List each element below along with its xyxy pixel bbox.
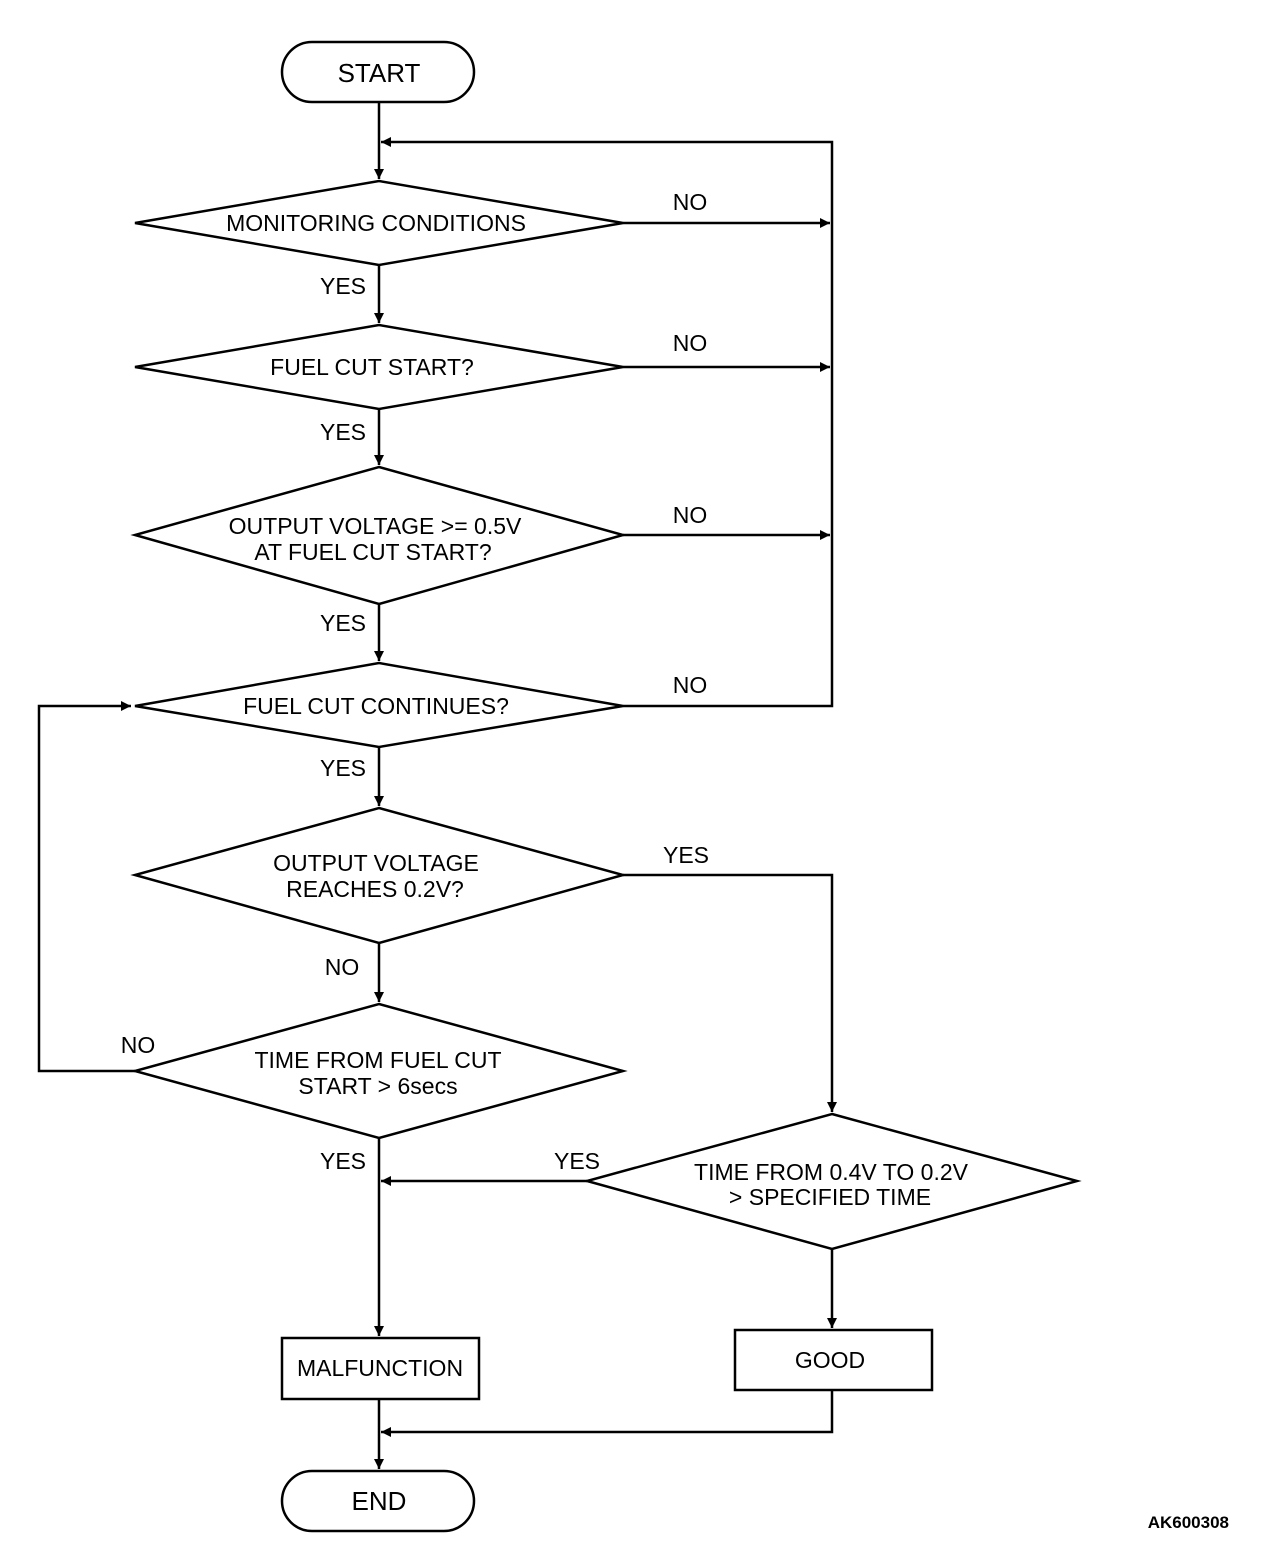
fuel-cut-start-decision: FUEL CUT START?	[134, 323, 624, 411]
end-label: END	[352, 1486, 407, 1516]
voltage-check-label-line2: AT FUEL CUT START?	[254, 539, 491, 565]
fuel-cut-continues-decision: FUEL CUT CONTINUES?	[134, 661, 624, 749]
reaches-label-line2: REACHES 0.2V?	[286, 876, 464, 902]
voltage-check-label-line1: OUTPUT VOLTAGE >= 0.5V	[229, 513, 522, 539]
label-voltage-no: NO	[673, 502, 708, 528]
end-terminal: END	[280, 1469, 476, 1533]
edge-loop-back-to-monitoring	[381, 137, 834, 708]
label-continues-no: NO	[673, 672, 708, 698]
label-reaches-yes: YES	[663, 842, 709, 868]
time-fuel-label-line2: START > 6secs	[298, 1073, 457, 1099]
fuel-cut-start-label: FUEL CUT START?	[270, 354, 474, 380]
good-label: GOOD	[795, 1347, 865, 1373]
reference-code: AK600308	[1148, 1513, 1229, 1532]
monitoring-decision: MONITORING CONDITIONS	[134, 179, 624, 267]
time-specified-label-line1: TIME FROM 0.4V TO 0.2V	[694, 1159, 969, 1185]
reaches-decision: OUTPUT VOLTAGE REACHES 0.2V?	[130, 806, 628, 945]
label-continues-yes: YES	[320, 755, 366, 781]
reaches-label-line1: OUTPUT VOLTAGE	[273, 850, 479, 876]
fuel-cut-continues-label: FUEL CUT CONTINUES?	[243, 693, 509, 719]
label-specified-yes: YES	[554, 1148, 600, 1174]
edge-timefuel-no-loop	[37, 701, 135, 1073]
good-box: GOOD	[733, 1328, 934, 1392]
time-fuel-decision: TIME FROM FUEL CUT START > 6secs	[130, 1002, 628, 1140]
label-voltage-yes: YES	[320, 610, 366, 636]
edge-reaches-yes	[623, 873, 837, 1112]
edge-good-to-end	[381, 1390, 834, 1437]
label-fuelcut-no: NO	[673, 330, 708, 356]
time-specified-decision: TIME FROM 0.4V TO 0.2V > SPECIFIED TIME	[582, 1112, 1082, 1251]
label-timefuel-no: NO	[121, 1032, 156, 1058]
label-monitoring-yes: YES	[320, 273, 366, 299]
label-reaches-no: NO	[325, 954, 360, 980]
label-fuelcut-yes: YES	[320, 419, 366, 445]
start-label: START	[338, 58, 421, 88]
time-specified-label-line2: > SPECIFIED TIME	[729, 1184, 931, 1210]
label-timefuel-yes: YES	[320, 1148, 366, 1174]
start-terminal: START	[280, 40, 476, 104]
monitoring-label: MONITORING CONDITIONS	[226, 210, 526, 236]
label-monitoring-no: NO	[673, 189, 708, 215]
malfunction-box: MALFUNCTION	[280, 1336, 481, 1401]
voltage-check-decision: OUTPUT VOLTAGE >= 0.5V AT FUEL CUT START…	[130, 465, 628, 606]
malfunction-label: MALFUNCTION	[297, 1355, 463, 1381]
time-fuel-label-line1: TIME FROM FUEL CUT	[254, 1047, 501, 1073]
